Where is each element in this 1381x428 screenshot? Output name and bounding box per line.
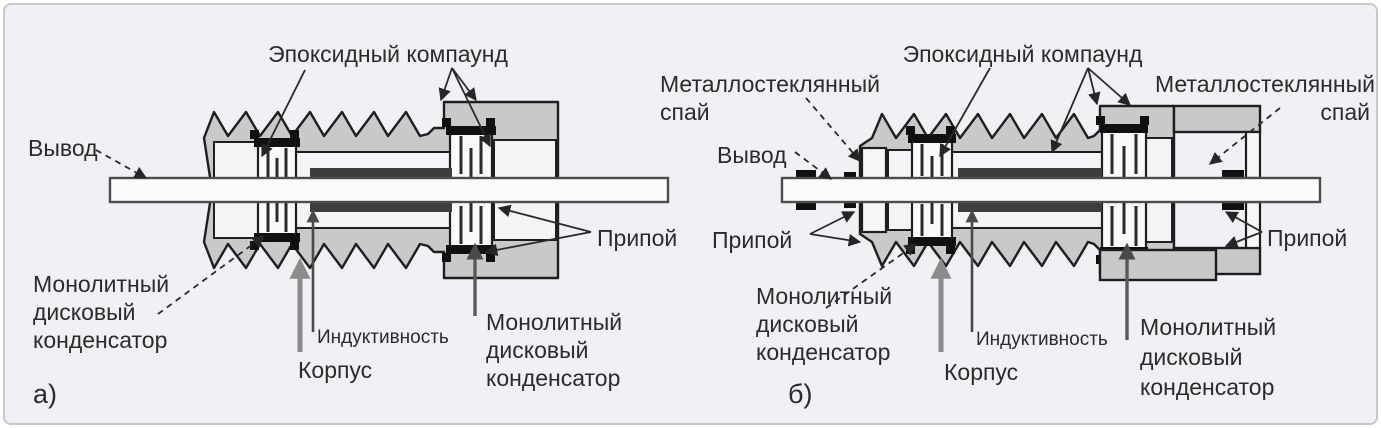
device-a [108,100,670,280]
label-seal-left-b: Металлостеклянный спай [660,71,880,125]
label-solder-a: Припой [597,225,678,251]
leader-lines-b [794,67,1281,352]
label-epoxy-b: Эпоксидный компаунд [902,41,1143,67]
label-body-b: Корпус [944,359,1019,385]
lead-rod-a [108,176,670,204]
label-solder-left-b: Припой [712,227,793,253]
label-solder-right-b: Припой [1267,225,1348,251]
label-body-a: Корпус [298,357,373,383]
device-b [780,104,1322,282]
label-epoxy-a: Эпоксидный компаунд [268,41,508,67]
leader-lines-a [95,67,592,352]
label-inductance-a: Индуктивность [317,327,449,348]
label-seal-right-b: Металлостеклянный спай [1155,71,1375,125]
label-capacitor-right-b: Монолитный дисковый конденсатор [1140,314,1277,400]
metal-glass-seal-right-b [1244,130,1262,180]
label-lead-a: Вывод [28,135,98,161]
lead-rod-b [780,176,1322,204]
caption-b: б) [788,379,813,409]
caption-a: а) [33,379,58,409]
label-capacitor-left-a: Монолитный дисковый конденсатор [33,271,170,353]
label-capacitor-right-a: Монолитный дисковый конденсатор [486,309,623,391]
label-capacitor-left-b: Монолитный дисковый конденсатор [756,283,893,365]
label-lead-b: Вывод [717,142,787,168]
label-inductance-b: Индуктивность [976,329,1108,350]
